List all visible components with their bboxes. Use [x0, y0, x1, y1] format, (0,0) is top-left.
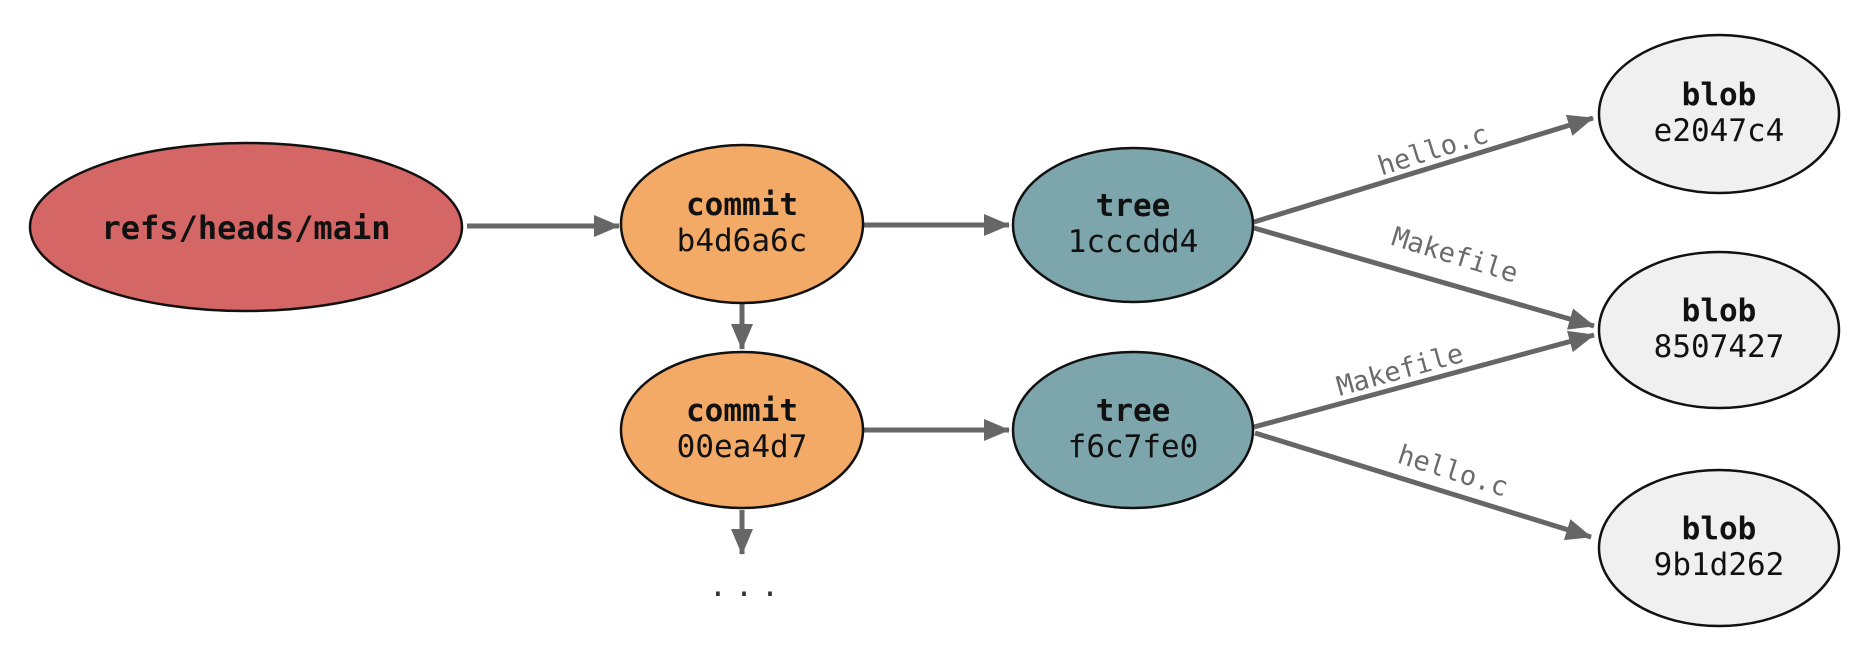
edge-tree2-to-blob3	[1254, 430, 1592, 541]
ref-label: refs/heads/main	[102, 209, 391, 247]
commit1-ellipse	[619, 143, 865, 305]
tree2-hash: f6c7fe0	[1068, 429, 1199, 465]
blob1-hash: e2047c4	[1654, 113, 1785, 149]
node-commit-1: commit b4d6a6c	[619, 143, 865, 305]
node-blob-2: blob 8507427	[1597, 250, 1841, 410]
commit2-hash: 00ea4d7	[677, 429, 808, 465]
blob3-type-label: blob	[1682, 511, 1757, 547]
node-ref-main: refs/heads/main	[28, 141, 464, 313]
tree1-hash: 1cccdd4	[1068, 224, 1199, 260]
edge-labels-layer: hello.c Makefile Makefile hello.c	[1333, 119, 1521, 504]
blob2-ellipse	[1597, 250, 1841, 410]
edge-tree1-to-blob1	[1253, 114, 1594, 225]
blob3-ellipse	[1597, 468, 1841, 628]
node-commit-2: commit 00ea4d7	[619, 350, 865, 510]
blob2-hash: 8507427	[1654, 329, 1785, 365]
blob1-ellipse	[1597, 33, 1841, 195]
edge-label-hello-c-top: hello.c	[1374, 119, 1492, 183]
edge-label-makefile-lower: Makefile	[1333, 338, 1467, 403]
tree1-ellipse	[1011, 146, 1255, 304]
commit1-hash: b4d6a6c	[677, 223, 808, 259]
tree2-ellipse	[1011, 350, 1255, 510]
commit2-type-label: commit	[686, 393, 798, 429]
node-blob-1: blob e2047c4	[1597, 33, 1841, 195]
blob1-type-label: blob	[1682, 77, 1757, 113]
ref-ellipse	[28, 141, 464, 313]
node-tree-1: tree 1cccdd4	[1011, 146, 1255, 304]
nodes-layer: refs/heads/main commit b4d6a6c commit 00…	[28, 33, 1841, 628]
node-tree-2: tree f6c7fe0	[1011, 350, 1255, 510]
commit1-type-label: commit	[686, 187, 798, 223]
tree1-type-label: tree	[1096, 188, 1171, 224]
commit2-ellipse	[619, 350, 865, 510]
edges-layer	[467, 114, 1595, 555]
continuation-ellipsis: ...	[709, 569, 787, 604]
tree2-type-label: tree	[1096, 393, 1171, 429]
blob2-type-label: blob	[1682, 293, 1757, 329]
blob3-hash: 9b1d262	[1654, 547, 1785, 583]
edge-label-makefile-upper: Makefile	[1388, 222, 1521, 290]
node-blob-3: blob 9b1d262	[1597, 468, 1841, 628]
edge-tree2-to-blob2	[1253, 330, 1595, 430]
edge-tree1-to-blob2	[1253, 225, 1595, 330]
